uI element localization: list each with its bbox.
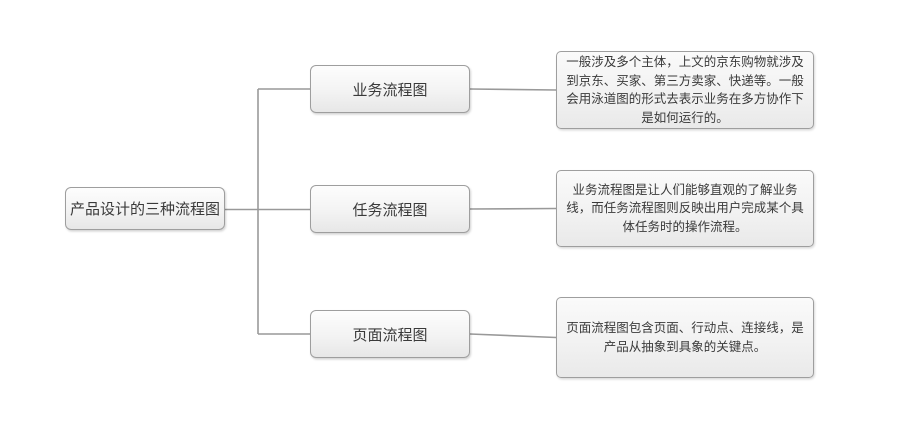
branch-node-label: 页面流程图 xyxy=(352,326,428,344)
description-text: 页面流程图包含页面、行动点、连接线，是产品从抽象到具象的关键点。 xyxy=(566,321,804,354)
description-box-task-flowchart[interactable]: 业务流程图是让人们能够直观的了解业务线，而任务流程图则反映出用户完成某个具体任务… xyxy=(556,170,814,247)
branch-node-task-flowchart[interactable]: 任务流程图 xyxy=(310,185,470,233)
description-text: 业务流程图是让人们能够直观的了解业务线，而任务流程图则反映出用户完成某个具体任务… xyxy=(566,182,804,234)
description-box-business-flowchart[interactable]: 一般涉及多个主体，上文的京东购物就涉及到京东、买家、第三方卖家、快递等。一般会用… xyxy=(556,51,814,129)
branch-node-business-flowchart[interactable]: 业务流程图 xyxy=(310,65,470,113)
branch-node-page-flowchart[interactable]: 页面流程图 xyxy=(310,310,470,358)
description-text: 一般涉及多个主体，上文的京东购物就涉及到京东、买家、第三方卖家、快递等。一般会用… xyxy=(566,55,804,125)
root-node-label: 产品设计的三种流程图 xyxy=(69,201,220,218)
connector-desc-3 xyxy=(469,333,557,339)
description-box-page-flowchart[interactable]: 页面流程图包含页面、行动点、连接线，是产品从抽象到具象的关键点。 xyxy=(556,297,814,378)
connector-desc-1 xyxy=(469,88,557,91)
branch-node-label: 任务流程图 xyxy=(352,201,428,219)
branch-node-label: 业务流程图 xyxy=(352,81,428,99)
connector-desc-2 xyxy=(469,207,557,210)
root-node[interactable]: 产品设计的三种流程图 xyxy=(65,187,225,230)
